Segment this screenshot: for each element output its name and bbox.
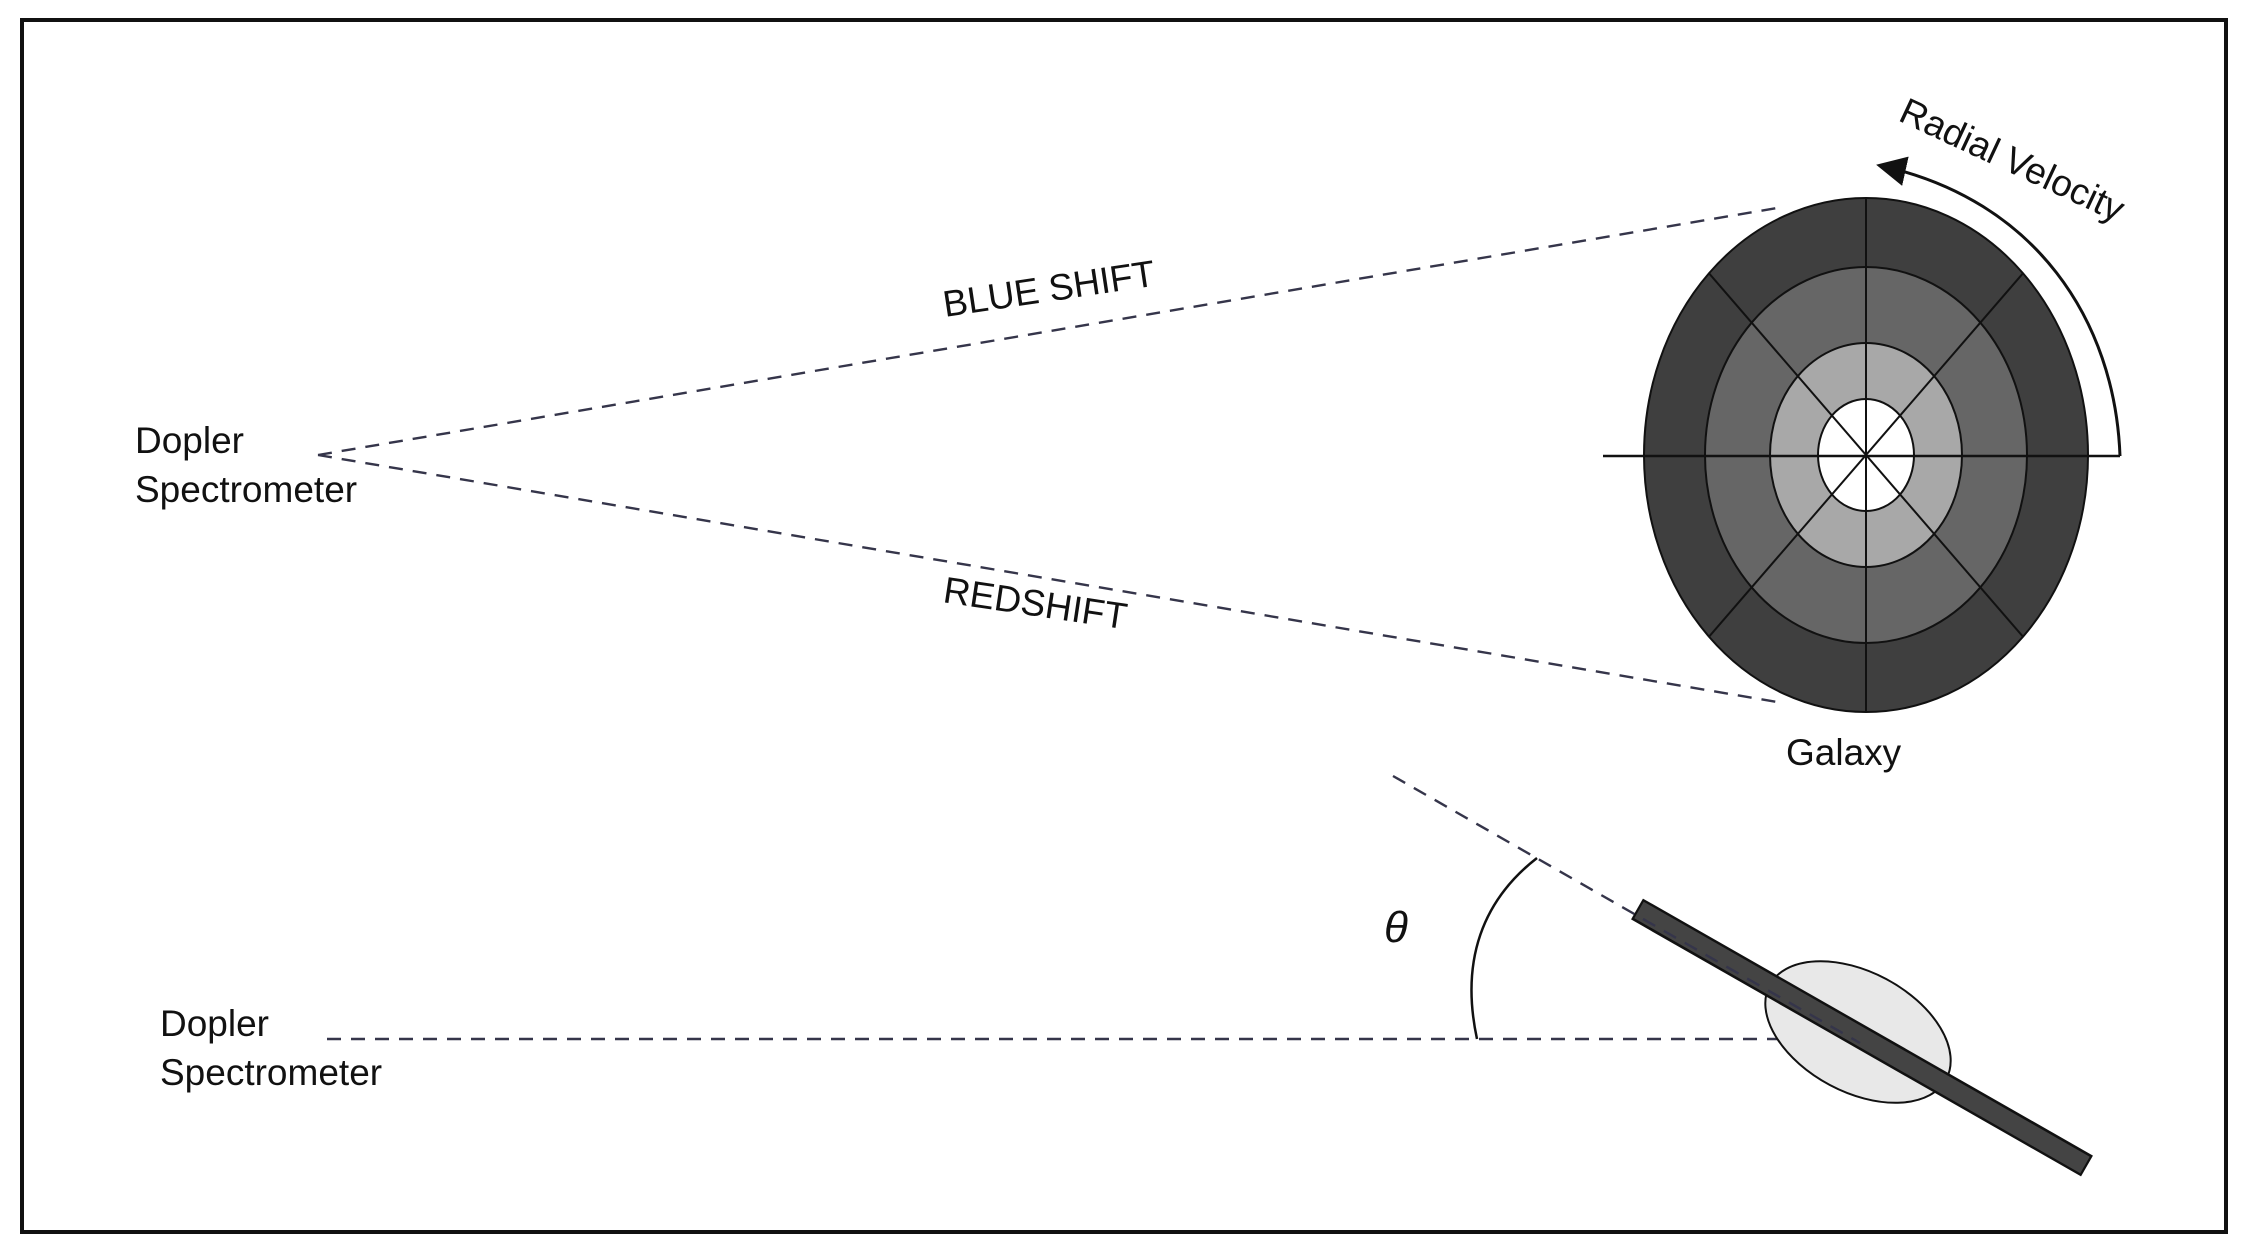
top-observer-label-line2: Spectrometer — [135, 469, 357, 510]
rotation-arrow — [1876, 156, 2122, 457]
blue-shift-sight-line — [317, 205, 1784, 457]
top-observer-label-line1: Dopler — [135, 420, 244, 461]
bottom-panel: Dopler Spectrometer θ — [160, 774, 2093, 1177]
angle-arc — [1470, 857, 1538, 1040]
bottom-observer-label-line2: Spectrometer — [160, 1052, 382, 1093]
face-on-galaxy — [1603, 197, 2120, 713]
theta-label: θ — [1384, 903, 1408, 952]
galaxy-label: Galaxy — [1786, 732, 1902, 773]
bottom-observer-label-line1: Dopler — [160, 1003, 269, 1044]
tilt-axis-line — [1392, 774, 1861, 1045]
galaxy-disk-edge-on-fill — [1634, 901, 2090, 1174]
redshift-sight-line — [317, 453, 1784, 705]
